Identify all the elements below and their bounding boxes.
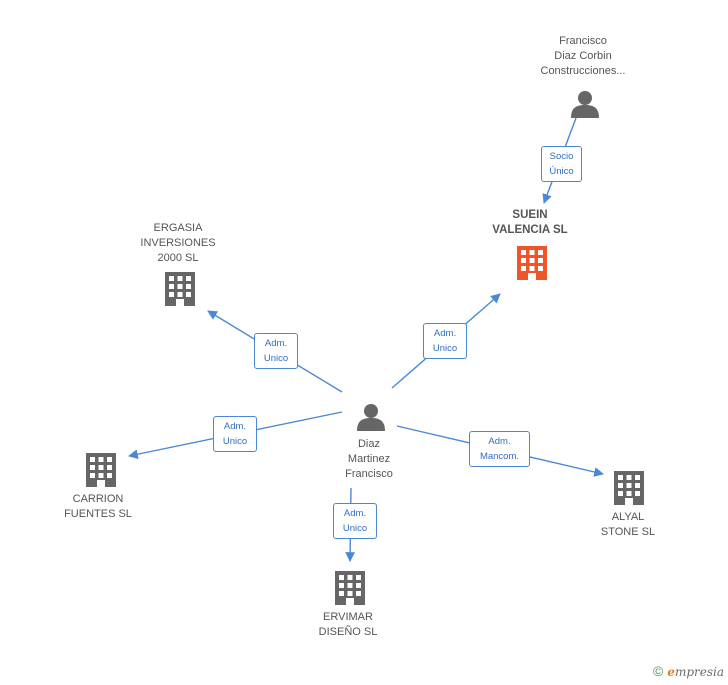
empresia-watermark: ©empresia xyxy=(653,663,724,679)
edge-label-adm-carrion[interactable]: Adm. Unico xyxy=(213,416,257,452)
edge-label-adm-alyal[interactable]: Adm. Mancom. xyxy=(469,431,530,467)
edge-label-adm-ergasia[interactable]: Adm. Unico xyxy=(254,333,298,369)
edge-label-line: Mancom. xyxy=(479,451,520,462)
edges xyxy=(128,117,604,562)
node-label-line: INVERSIONES xyxy=(140,237,216,249)
edge-label-line: Unico xyxy=(263,353,289,364)
node-label-line: ERVIMAR xyxy=(323,611,373,623)
node-label-line: CARRION xyxy=(72,493,124,505)
edge-label-line: Único xyxy=(549,166,574,177)
edge-label-line: Adm. xyxy=(433,328,457,339)
node-label-line: DISEÑO SL xyxy=(318,626,378,638)
empresia-logo: empresia xyxy=(667,665,724,679)
edge-label-line: Adm. xyxy=(488,436,511,447)
edge-label-line: Unico xyxy=(342,523,368,534)
node-label-line: 2000 SL xyxy=(157,252,199,264)
node-label-diaz-martinez[interactable]: Diaz Martinez Francisco xyxy=(319,437,419,482)
node-label-line: Diaz Corbin xyxy=(554,50,612,62)
node-label-line: Diaz xyxy=(357,438,380,450)
node-label-line: Francisco xyxy=(345,468,393,480)
node-label-line: Francisco xyxy=(559,35,607,47)
edge-label-line: Adm. xyxy=(264,338,288,349)
building-icon[interactable] xyxy=(517,246,547,280)
copyright-symbol: © xyxy=(652,663,664,679)
edge-label-socio-unico[interactable]: Socio Único xyxy=(541,146,582,182)
node-label-line: ERGASIA xyxy=(153,222,203,234)
node-label-alyal[interactable]: ALYAL STONE SL xyxy=(578,510,678,540)
edge-label-line: Socio xyxy=(549,151,574,162)
edge-label-line: Adm. xyxy=(223,421,247,432)
person-icon[interactable] xyxy=(571,91,599,118)
node-label-ervimar[interactable]: ERVIMAR DISEÑO SL xyxy=(298,610,398,640)
node-label-line: Martinez xyxy=(347,453,391,465)
building-icon[interactable] xyxy=(86,453,116,487)
edge-label-line: Unico xyxy=(432,343,458,354)
node-label-suein-valencia[interactable]: SUEIN VALENCIA SL xyxy=(470,208,590,238)
node-label-francisco-corbin[interactable]: Francisco Diaz Corbin Construcciones... xyxy=(513,34,653,79)
edge-label-line: Adm. xyxy=(343,508,367,519)
node-label-line: Construcciones... xyxy=(540,65,626,77)
building-icon[interactable] xyxy=(165,272,195,306)
person-icon[interactable] xyxy=(357,404,385,431)
node-label-line: SUEIN xyxy=(512,209,548,221)
node-label-line: STONE SL xyxy=(600,526,656,538)
node-label-carrion[interactable]: CARRION FUENTES SL xyxy=(48,492,148,522)
building-icon[interactable] xyxy=(335,571,365,605)
node-label-ergasia[interactable]: ERGASIA INVERSIONES 2000 SL xyxy=(118,221,238,266)
edge-label-adm-suein[interactable]: Adm. Unico xyxy=(423,323,467,359)
node-label-line: VALENCIA SL xyxy=(492,224,568,236)
node-label-line: FUENTES SL xyxy=(64,508,132,520)
node-label-line: ALYAL xyxy=(611,511,645,523)
edge-label-adm-ervimar[interactable]: Adm. Unico xyxy=(333,503,377,539)
empresia-logo-initial: e xyxy=(667,665,675,679)
edge-label-line: Unico xyxy=(222,436,248,447)
building-icon[interactable] xyxy=(614,471,644,505)
empresia-logo-text: mpresia xyxy=(674,665,724,679)
